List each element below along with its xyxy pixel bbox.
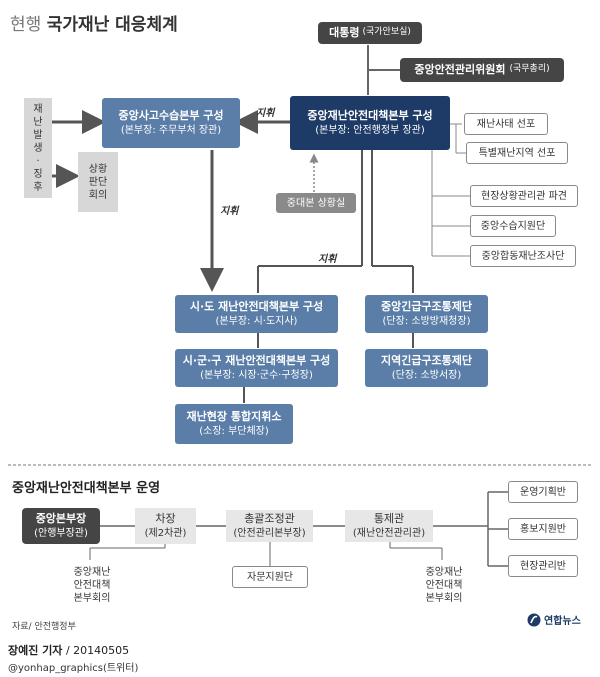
source-label: 자료/ 안전행정부 — [12, 622, 76, 632]
situation-line: 판단 — [88, 176, 108, 188]
accident-hq-sub: (본부장: 주무부처 장관) — [120, 124, 222, 136]
meeting-line: 본부회의 — [73, 592, 111, 604]
reporter-name: 장예진 기자 — [8, 644, 63, 657]
controller-box: 통제관 (재난안전관리관) — [345, 510, 433, 542]
unit-box: 중앙수습지원단 — [470, 215, 556, 237]
logo-text: 연합뉴스 — [544, 616, 581, 627]
controller-sub: (재난안전관리관) — [352, 527, 426, 539]
occurrence-char: · — [36, 155, 40, 167]
president-sub: (국가안보실) — [362, 27, 411, 38]
unit-label: 중앙수습지원단 — [480, 220, 546, 232]
sido-hq-sub: (본부장: 시·도지사) — [215, 315, 298, 327]
vice-box: 차장 (제2차관) — [135, 508, 196, 544]
situation-meeting-box: 상황 판단 회의 — [78, 152, 118, 212]
team-box: 현장관리반 — [508, 555, 578, 577]
central-hq-title: 중앙재난안전대책본부 구성 — [307, 109, 433, 123]
occurrence-char: 징 — [33, 168, 43, 180]
central-rescue-title: 중앙긴급구조통제단 — [380, 300, 473, 314]
coordinator-box: 총괄조정관 (안전관리본부장) — [226, 510, 313, 542]
central-disaster-hq-box: 중앙재난안전대책본부 구성 (본부장: 안전행정부 장관) — [290, 96, 450, 150]
meeting-line: 본부회의 — [425, 592, 463, 604]
operation-title: 중앙재난안전대책본부 운영 — [12, 481, 161, 496]
unit-box: 중앙합동재난조사단 — [470, 245, 576, 267]
meeting-left-box: 중앙재난 안전대책 본부회의 — [62, 562, 122, 608]
situation-line: 상황 — [88, 163, 108, 175]
accident-hq-title: 중앙사고수습본부 구성 — [118, 109, 224, 123]
advisory-box: 자문지원단 — [232, 566, 308, 588]
command-label: 지휘 — [220, 206, 239, 217]
field-command-sub: (소장: 부단체장) — [199, 425, 269, 437]
sigungu-hq-title: 시·군·구 재난안전대책본부 구성 — [182, 354, 331, 368]
coordinator-sub: (안전관리본부장) — [233, 527, 306, 539]
command-label: 지휘 — [318, 254, 337, 265]
occurrence-char: 난 — [33, 116, 43, 128]
situation-line: 회의 — [88, 189, 108, 201]
team-label: 홍보지원반 — [520, 523, 566, 535]
meeting-right-box: 중앙재난 안전대책 본부회의 — [414, 562, 474, 608]
action-label: 특별재난지역 선포 — [478, 147, 556, 159]
meeting-line: 중앙재난 — [73, 566, 111, 578]
regional-rescue-sub: (단장: 소방서장) — [391, 369, 462, 381]
central-hq-sub: (본부장: 안전행정부 장관) — [315, 124, 425, 136]
meeting-line: 중앙재난 — [425, 566, 463, 578]
meeting-line: 안전대책 — [425, 579, 463, 591]
accident-hq-box: 중앙사고수습본부 구성 (본부장: 주무부처 장관) — [102, 98, 240, 148]
deputy-sub: (안행부장관) — [34, 527, 88, 539]
unit-box: 현장상황관리관 파견 — [470, 185, 578, 207]
president-box: 대통령 (국가안보실) — [318, 22, 422, 44]
vice-label: 차장 — [155, 512, 176, 526]
header: 현행 국가재난 대응체계 — [10, 10, 178, 35]
situation-room-box: 중대본 상황실 — [276, 193, 356, 213]
central-rescue-box: 중앙긴급구조통제단 (단장: 소방방재청장) — [365, 295, 488, 333]
yonhap-logo-icon — [527, 613, 541, 626]
vice-sub: (제2차관) — [144, 527, 187, 539]
central-rescue-sub: (단장: 소방방재청장) — [382, 315, 471, 327]
occurrence-char: 후 — [33, 181, 43, 193]
header-title: 국가재난 대응체계 — [46, 15, 178, 35]
yonhap-logo: 연합뉴스 — [527, 612, 581, 627]
team-label: 운영기획반 — [520, 486, 566, 498]
occurrence-char: 재 — [33, 103, 43, 115]
unit-label: 중앙합동재난조사단 — [481, 250, 565, 262]
sigungu-hq-sub: (본부장: 시장·군수·구청장) — [200, 369, 313, 381]
meeting-line: 안전대책 — [73, 579, 111, 591]
regional-rescue-title: 지역긴급구조통제단 — [380, 354, 473, 368]
committee-box: 중앙안전관리위원회 (국무총리) — [400, 58, 564, 82]
sido-hq-box: 시·도 재난안전대책본부 구성 (본부장: 시·도지사) — [175, 295, 338, 333]
occurrence-char: 발 — [33, 129, 43, 141]
credit-date: / 20140505 — [65, 644, 130, 657]
field-command-title: 재난현장 통합지휘소 — [186, 410, 282, 424]
team-box: 홍보지원반 — [508, 518, 578, 540]
committee-sub: (국무총리) — [509, 64, 550, 75]
twitter-handle: @yonhap_graphics(트위터) — [8, 663, 139, 674]
disaster-occurrence-box: 재 난 발 생 · 징 후 — [24, 98, 52, 198]
sigungu-hq-box: 시·군·구 재난안전대책본부 구성 (본부장: 시장·군수·구청장) — [175, 349, 338, 387]
committee-label: 중앙안전관리위원회 — [414, 62, 506, 76]
deputy-box: 중앙본부장 (안행부장관) — [22, 508, 100, 544]
unit-label: 현장상황관리관 파견 — [481, 190, 567, 202]
occurrence-char: 생 — [33, 142, 43, 154]
controller-label: 통제관 — [373, 512, 405, 526]
special-zone-box: 특별재난지역 선포 — [466, 142, 568, 164]
disaster-declaration-box: 재난사태 선포 — [464, 113, 548, 135]
regional-rescue-box: 지역긴급구조통제단 (단장: 소방서장) — [365, 349, 488, 387]
field-command-box: 재난현장 통합지휘소 (소장: 부단체장) — [175, 404, 293, 444]
coordinator-label: 총괄조정관 — [244, 512, 295, 526]
credit-line: 장예진 기자 / 20140505 — [8, 642, 129, 658]
sido-hq-title: 시·도 재난안전대책본부 구성 — [189, 300, 324, 314]
team-label: 현장관리반 — [520, 560, 566, 572]
team-box: 운영기획반 — [508, 481, 578, 503]
command-label: 지휘 — [256, 108, 275, 119]
advisory-label: 자문지원단 — [247, 571, 293, 583]
header-prefix: 현행 — [10, 15, 42, 35]
president-label: 대통령 — [329, 25, 360, 39]
situation-room-label: 중대본 상황실 — [286, 197, 346, 209]
action-label: 재난사태 선포 — [476, 118, 536, 130]
deputy-label: 중앙본부장 — [35, 512, 87, 526]
